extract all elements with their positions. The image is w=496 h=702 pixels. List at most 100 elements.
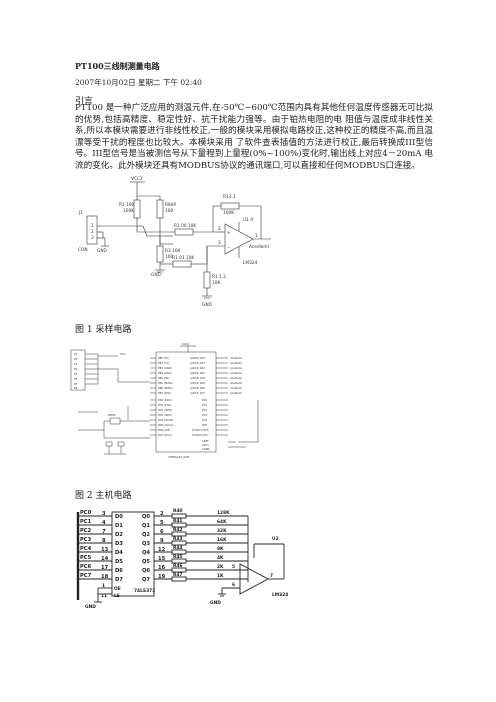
fig3-d-2: D2 bbox=[115, 532, 123, 538]
fig2-pin-l4: PB4 (SS) bbox=[158, 376, 169, 380]
fig3-pin7: 7 bbox=[270, 573, 273, 579]
fig2-pin-r8: PC0 bbox=[202, 398, 207, 402]
fig3-qpin-1: 5 bbox=[160, 520, 164, 526]
fig3-rv-2: 32K bbox=[217, 528, 227, 534]
fig2-pin-l12: PD4 (OC1B) bbox=[158, 418, 173, 422]
fig2-pin-r12: PC4 bbox=[202, 418, 207, 422]
fig2-chip-label: ATMEGA16 (DIP) bbox=[168, 455, 189, 459]
fig2-conn-pin2: P2 bbox=[74, 357, 78, 361]
fig2-pin-r2: (ADC2) PA2 bbox=[190, 366, 205, 370]
fig3-in-0: PC0 bbox=[80, 510, 92, 516]
fig2-pin-r13: PC5 bbox=[202, 423, 207, 427]
fig2-sig-2: Acedleml bbox=[230, 366, 242, 370]
fig1-rfb-value: 100K bbox=[223, 210, 234, 216]
fig1-rgnd-value: 10K bbox=[212, 280, 220, 286]
fig3-gnd2: GND bbox=[210, 600, 221, 606]
fig2-pin-l0: PB0 (T0) bbox=[158, 356, 169, 360]
fig2-avcc: AVCC bbox=[202, 443, 209, 447]
fig2-pin-l2: PB2 (AIN0) bbox=[158, 366, 172, 370]
fig3-qpin-7: 19 bbox=[158, 574, 166, 580]
fig3-dpin-2: 7 bbox=[102, 529, 106, 535]
fig2-left-vcc: VCC bbox=[120, 352, 126, 356]
fig3-qpin-5: 15 bbox=[158, 556, 166, 562]
fig3-rv-4: 8K bbox=[217, 546, 224, 552]
fig3-q-3: Q3 bbox=[142, 541, 150, 547]
fig3-r-0: R40 bbox=[173, 508, 183, 514]
fig1-pin3: 3 bbox=[91, 235, 94, 241]
fig1-pin2: 2 bbox=[91, 229, 94, 235]
fig1-rfb-name: R13 1 bbox=[223, 194, 236, 200]
fig2-aref: AREF bbox=[202, 439, 209, 443]
fig1-gnd-left: GND bbox=[97, 248, 108, 254]
fig3-gnd: GND bbox=[85, 604, 96, 610]
fig3-dpin-7: 18 bbox=[101, 574, 109, 580]
fig2-sig-6: Acedleml bbox=[230, 386, 242, 390]
fig3-r-2: R42 bbox=[173, 527, 183, 533]
fig3-rv-1: 64K bbox=[217, 519, 227, 525]
fig2-pin-r15: (TOSC2) PC7 bbox=[192, 433, 209, 437]
fig3-rv-0: 128K bbox=[217, 510, 230, 516]
caption-figure-1: 图 1 采样电路 bbox=[75, 325, 132, 335]
fig3-in-7: PC7 bbox=[80, 573, 92, 579]
fig2-conn-pin3: P3 bbox=[74, 362, 78, 366]
fig1-vcc-label: VCC2 bbox=[131, 176, 143, 182]
fig2-sig-1: Acedleml bbox=[230, 361, 242, 365]
fig2-pin-l14: PD6 (ICP) bbox=[158, 428, 170, 432]
fig2-pin-l3: PB3 (AIN1) bbox=[158, 371, 172, 375]
fig2-pin-l6: PB6 (MISO) bbox=[158, 386, 173, 390]
fig2-pin-r5: (ADC5) PA5 bbox=[190, 381, 205, 385]
fig3-q-6: Q6 bbox=[142, 568, 150, 574]
fig3-in-5: PC5 bbox=[80, 555, 92, 561]
fig3-q-2: Q2 bbox=[142, 532, 150, 538]
figure-sampling-circuit: VCC2 J1 1 2 3 CON GND R1 100 100K R80P 1… bbox=[78, 176, 271, 308]
fig3-r-3: R43 bbox=[173, 536, 183, 542]
figure-main-circuit: VCC2 P1 P2 P3 P4 P5 P6 P7 P8 VCC PB0 (T0… bbox=[70, 342, 259, 459]
fig3-qpin-4: 12 bbox=[158, 547, 166, 553]
fig2-sig-0: Acedleml bbox=[230, 356, 242, 360]
fig3-d-0: D0 bbox=[115, 514, 123, 520]
figure-dac-circuit: PC0 PC1 PC2 PC3 PC4 PC5 PC6 PC7 3 4 7 8 … bbox=[76, 508, 288, 610]
fig2-pin-l1: PB1 (T1) bbox=[158, 361, 169, 365]
section-heading: 引言 bbox=[75, 97, 94, 107]
fig2-conn-pin1: P1 bbox=[74, 352, 78, 356]
fig1-opamp-name: U1 A bbox=[243, 217, 253, 223]
fig1-gnd-bottom: GND bbox=[202, 302, 213, 308]
fig3-le-pin: 11 bbox=[101, 593, 107, 599]
fig3-oe: OE bbox=[114, 586, 121, 592]
fig3-q-4: Q4 bbox=[142, 550, 150, 556]
fig3-d-7: D7 bbox=[115, 577, 123, 583]
fig3-dpin-4: 13 bbox=[101, 547, 109, 553]
fig1-rin1-label: R1 00 10K bbox=[174, 223, 196, 229]
fig1-pin-2: 2 bbox=[218, 226, 221, 232]
fig3-q-7: Q7 bbox=[142, 577, 150, 583]
fig3-qpin-0: 2 bbox=[160, 511, 164, 517]
fig1-opamp-minus: − bbox=[227, 246, 231, 251]
fig3-dpin-0: 3 bbox=[102, 511, 106, 517]
article-timestamp: 2007年10月02日 星期二 下午 02:40 bbox=[75, 78, 202, 87]
fig1-pin-3: 3 bbox=[218, 240, 221, 246]
fig3-chip-label: 74LS373 bbox=[134, 588, 155, 594]
fig3-qpin-3: 9 bbox=[160, 538, 164, 544]
fig1-part-label: LM324 bbox=[243, 260, 258, 266]
caption-figure-2: 图 2 主机电路 bbox=[75, 491, 132, 501]
fig3-d-3: D3 bbox=[115, 541, 123, 547]
fig3-in-1: PC1 bbox=[80, 519, 92, 525]
fig2-pin-r10: PC2 bbox=[202, 408, 207, 412]
fig1-connector-label: J1 bbox=[78, 210, 83, 216]
fig2-sig-4: Acedleml bbox=[230, 376, 242, 380]
fig2-pin-r0: (ADC0) PA0 bbox=[190, 356, 205, 360]
fig2-agnd: AGND bbox=[202, 447, 210, 451]
fig3-in-4: PC4 bbox=[80, 546, 92, 552]
fig2-pin-r11: PC3 bbox=[202, 413, 207, 417]
fig2-sig-7: Acedleml bbox=[230, 391, 242, 395]
fig2-crystal-label: 8MHZ bbox=[108, 413, 116, 417]
fig2-pin-r9: PC1 bbox=[202, 403, 207, 407]
fig3-oe-pin: 1 bbox=[102, 583, 105, 589]
fig2-pin-r6: (ADC6) PA6 bbox=[190, 386, 205, 390]
fig3-qpin-6: 16 bbox=[158, 565, 166, 571]
fig2-pin-l15: PD7 (OC2) bbox=[158, 433, 172, 437]
fig3-dpin-5: 14 bbox=[101, 556, 109, 562]
fig2-pin-l10: PD2 (INT0) bbox=[158, 408, 172, 412]
article-title: PT100三线制测量电路 bbox=[75, 61, 160, 71]
fig2-pin-r14: (TOSC1) PC6 bbox=[192, 428, 209, 432]
